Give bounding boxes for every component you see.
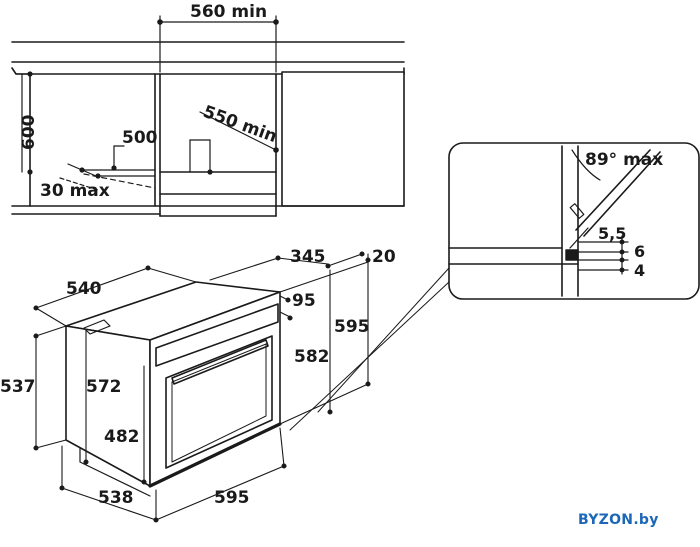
label-depth-min: 550 min bbox=[200, 102, 279, 147]
label-shelf-500: 500 bbox=[122, 128, 158, 148]
label-6: 6 bbox=[634, 242, 645, 261]
dimension-height-600 bbox=[15, 71, 33, 175]
label-537: 537 bbox=[0, 377, 36, 397]
oven-body bbox=[65, 281, 282, 497]
callout-leaders bbox=[289, 267, 450, 431]
label-width-min: 560 min bbox=[190, 2, 267, 22]
label-582: 582 bbox=[294, 347, 330, 367]
cabinet-niche-drawing bbox=[11, 41, 405, 217]
label-572: 572 bbox=[86, 377, 122, 397]
label-345: 345 bbox=[290, 247, 326, 267]
label-5-5: 5,5 bbox=[598, 224, 626, 243]
label-595-width: 595 bbox=[214, 488, 250, 508]
dimension-depth-min bbox=[199, 111, 279, 175]
dimension-gap-30 bbox=[59, 163, 156, 191]
label-height-600: 600 bbox=[19, 114, 39, 150]
label-20: 20 bbox=[372, 247, 396, 267]
label-95: 95 bbox=[292, 291, 316, 311]
label-4: 4 bbox=[634, 261, 645, 280]
watermark-brand: BYZON bbox=[578, 512, 634, 528]
label-482: 482 bbox=[104, 427, 140, 447]
watermark-tld: .by bbox=[633, 512, 659, 528]
label-angle: 89° max bbox=[585, 150, 663, 170]
dimension-width-min bbox=[157, 15, 279, 73]
oven-dimensions bbox=[33, 251, 371, 523]
watermark-logo: BYZON.by bbox=[578, 512, 659, 528]
hinge-detail-box bbox=[448, 142, 700, 300]
label-538: 538 bbox=[98, 488, 134, 508]
label-595-height: 595 bbox=[334, 317, 370, 337]
label-gap-30: 30 max bbox=[40, 181, 110, 201]
label-540: 540 bbox=[66, 279, 102, 299]
